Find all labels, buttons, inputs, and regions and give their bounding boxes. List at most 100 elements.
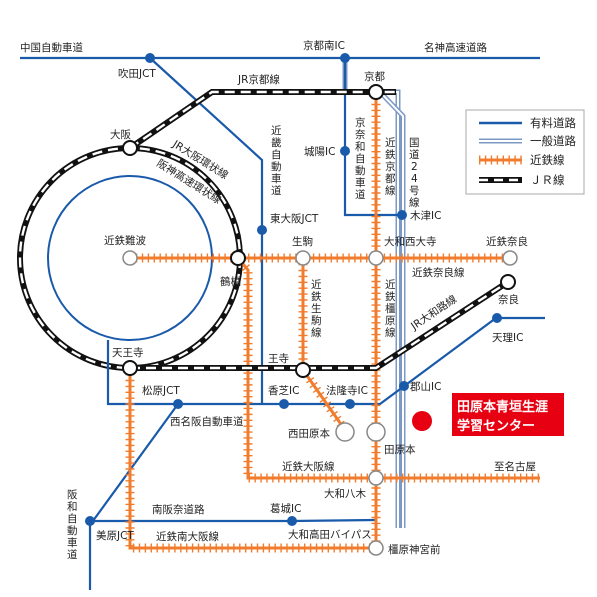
svg-text:車: 車: [355, 176, 366, 189]
svg-text:車: 車: [271, 172, 282, 185]
svg-text:国: 国: [409, 137, 420, 149]
svg-text:近: 近: [385, 136, 396, 149]
svg-text:4: 4: [411, 173, 418, 185]
svg-text:近: 近: [271, 124, 282, 137]
svg-text:和: 和: [355, 141, 366, 153]
yamato-saidaiji-station: [368, 250, 384, 266]
osaka-station-label: 大阪: [110, 128, 131, 141]
matsubara-jct-dot: [173, 399, 183, 409]
yamato-yagi-station: [368, 470, 384, 486]
kashiba-ic-label: 香芝IC: [268, 384, 299, 397]
suita-jct-dot: [145, 53, 155, 63]
kyoto-station-label: 京都: [364, 70, 385, 83]
svg-text:和: 和: [67, 501, 78, 513]
svg-text:鉄: 鉄: [385, 290, 396, 303]
ikoma-label: 生駒: [292, 235, 313, 248]
osaka-station: [122, 140, 138, 156]
kyoto-minami-ic-dot: [340, 53, 350, 63]
tennoji-station: [122, 360, 138, 376]
svg-text:動: 動: [355, 164, 366, 177]
yamato-takada-bypass-label: 大和高田バイパス: [288, 528, 372, 541]
to-nagoya-label: 至名古屋: [494, 460, 536, 473]
joyo-ic-dot: [340, 146, 350, 156]
kizu-ic-label: 木津IC: [410, 210, 441, 222]
interchange-dots: [85, 53, 502, 526]
svg-text:畿: 畿: [271, 136, 282, 149]
svg-text:鉄: 鉄: [385, 148, 396, 161]
kintetsu-nara-line-label: 近鉄奈良線: [412, 266, 465, 279]
jr-lines: [128, 89, 510, 371]
legend-kintetsu-label: 近鉄線: [530, 153, 565, 167]
tawaramoto-station: [366, 422, 386, 442]
keina-expressway-label: 京 奈 和 自 動 車 道: [355, 116, 366, 201]
svg-text:線: 線: [409, 196, 420, 209]
kintetsu-namba-label: 近鉄難波: [104, 234, 146, 247]
svg-text:自: 自: [355, 152, 366, 165]
nishitawaramoto-station: [335, 422, 355, 442]
joyo-ic-label: 城陽IC: [304, 146, 335, 158]
legend: 有料道路 一般道路 近鉄線 ＪＲ線: [465, 109, 585, 195]
suita-jct-label: 吹田JCT: [118, 67, 156, 80]
legend-expressway-label: 有料道路: [530, 116, 576, 130]
destination-marker: [412, 411, 432, 431]
legend-jr-label: ＪＲ線: [530, 173, 565, 187]
nishimeihan-expressway: [106, 316, 545, 406]
legend-general-road-label: 一般道路: [530, 134, 576, 148]
minamihannara-label: 南阪奈道路: [152, 503, 205, 516]
kintetsu-ikoma-line-label: 近 鉄 生 駒 線: [311, 278, 322, 339]
yamato-saidaiji-label: 大和西大寺: [384, 235, 437, 248]
svg-text:道: 道: [409, 148, 420, 161]
higashi-osaka-jct-dot: [257, 225, 267, 235]
svg-text:原: 原: [385, 315, 396, 327]
kintetsu-kyoto-line-label: 近 鉄 京 都 線: [385, 136, 396, 197]
horyuji-ic-label: 法隆寺IC: [326, 384, 368, 397]
svg-text:2: 2: [411, 161, 418, 173]
destination-callout: 田原本青垣生涯 学習センター: [412, 393, 564, 436]
kashihara-jingu-station: [368, 540, 384, 556]
svg-text:号: 号: [409, 185, 420, 197]
kashiba-ic-dot: [279, 399, 289, 409]
katsuragi-ic-dot: [287, 516, 297, 526]
mihara-jct-dot: [85, 516, 95, 526]
chugoku-expressway-label: 中国自動車道: [20, 41, 83, 54]
kintetsu-osaka-line-label: 近鉄大阪線: [282, 460, 335, 473]
svg-text:阪: 阪: [67, 488, 78, 501]
svg-text:動: 動: [271, 160, 282, 173]
kashihara-jingu-label: 橿原神宮前: [388, 543, 441, 556]
suita-kinki-expressway: [149, 57, 264, 404]
svg-text:駒: 駒: [311, 315, 322, 327]
horyuji-ic-dot: [345, 399, 355, 409]
kintetsu-lines: [125, 92, 540, 553]
svg-text:近: 近: [385, 278, 396, 291]
svg-text:近: 近: [311, 278, 322, 291]
svg-text:線: 線: [311, 326, 322, 339]
station-circles: [122, 84, 518, 556]
kinki-expressway-label: 近 畿 自 動 車 道: [271, 124, 282, 197]
tenri-ic-dot: [492, 313, 502, 323]
svg-text:線: 線: [385, 184, 396, 197]
jr-yamatoji-line-label: JR大和路線: [408, 292, 460, 333]
koriyama-ic-dot: [399, 381, 409, 391]
minamihannara-road: [90, 518, 377, 523]
svg-text:鉄: 鉄: [311, 290, 322, 303]
nara-station: [500, 274, 516, 290]
svg-text:橿: 橿: [385, 302, 396, 315]
mihara-jct-label: 美原JCT: [96, 529, 134, 542]
svg-text:線: 線: [385, 326, 396, 339]
nishimeihan-label: 西名阪自動車道: [170, 415, 244, 428]
svg-text:道: 道: [355, 188, 366, 201]
yamato-yagi-label: 大和八木: [324, 487, 366, 500]
hanwa-expressway: [88, 403, 179, 590]
oji-label: 王寺: [268, 353, 289, 365]
tsuruhashi-station: [230, 250, 246, 266]
nishitawaramoto-label: 西田原本: [288, 427, 330, 440]
svg-text:道: 道: [271, 184, 282, 197]
tennoji-label: 天王寺: [112, 347, 144, 359]
svg-text:自: 自: [271, 148, 282, 161]
keina-expressway: [343, 58, 402, 217]
hanwa-expressway-label: 阪 和 自 動 車 道: [67, 488, 78, 561]
svg-text:車: 車: [67, 536, 78, 549]
svg-text:動: 動: [67, 524, 78, 537]
svg-text:生: 生: [311, 302, 322, 315]
